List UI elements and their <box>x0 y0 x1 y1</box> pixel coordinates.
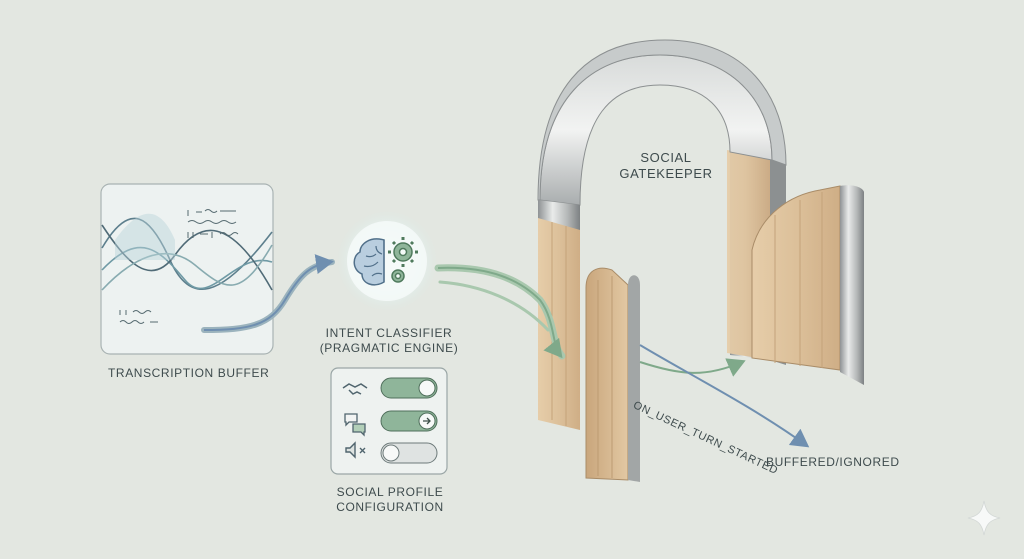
social-profile-title: SOCIAL PROFILE <box>336 485 444 499</box>
intent-classifier-label: INTENT CLASSIFIER (PRAGMATIC ENGINE) <box>316 326 462 356</box>
gatekeeper-label: SOCIAL GATEKEEPER <box>618 150 714 182</box>
toggle-switch-1[interactable] <box>380 377 438 399</box>
arrow-right-icon <box>423 417 431 425</box>
intent-classifier-title: INTENT CLASSIFIER <box>325 326 453 340</box>
intent-classifier-subtitle: (PRAGMATIC ENGINE) <box>319 341 459 355</box>
transcription-buffer-label: TRANSCRIPTION BUFFER <box>108 366 270 380</box>
brain-icon <box>353 238 385 286</box>
flow-arrow-turn-started <box>639 358 746 377</box>
gatekeeper-title: SOCIAL <box>640 150 692 165</box>
handshake-icon <box>342 383 368 395</box>
toggle-switch-3[interactable] <box>380 442 438 464</box>
speaker-muted-icon <box>345 441 366 459</box>
social-gatekeeper <box>537 39 864 482</box>
intent-classifier-node <box>337 211 437 311</box>
speech-bubbles-icon <box>344 413 366 437</box>
gear-icon <box>388 237 418 283</box>
gatekeeper-subtitle: GATEKEEPER <box>619 166 713 181</box>
social-profile-panel <box>330 367 448 475</box>
transcript-scribbles <box>119 209 239 324</box>
waveform-graphic <box>101 213 273 291</box>
sparkle-icon <box>967 500 1001 536</box>
transcription-buffer-card <box>100 183 274 355</box>
social-profile-subtitle: CONFIGURATION <box>336 500 444 514</box>
buffered-ignored-label: BUFFERED/IGNORED <box>766 455 900 469</box>
toggle-switch-2[interactable] <box>380 410 438 432</box>
flow-arrow-buffered <box>639 344 810 448</box>
social-profile-label: SOCIAL PROFILE CONFIGURATION <box>324 485 456 515</box>
